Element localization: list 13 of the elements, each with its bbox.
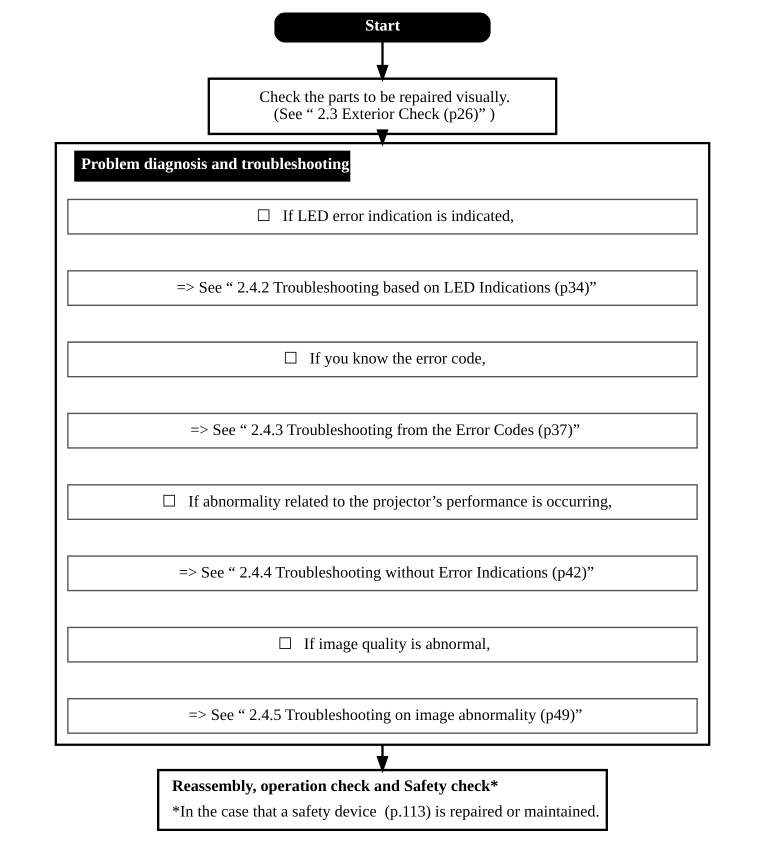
node-box: ☐ If abnormality related to the projector’s performance is occurring, — [67, 484, 698, 520]
node-box: => See “ 2.4.5 Troubleshooting on image abnormality (p49)” — [67, 698, 698, 734]
arrow — [376, 744, 389, 774]
node-box: => See “ 2.4.3 Troubleshooting from the Error Codes (p37)” — [67, 412, 698, 449]
arrow — [376, 129, 389, 147]
node-box: Start — [274, 12, 491, 42]
arrow — [376, 42, 389, 82]
node-box: ☐ If image quality is abnormal, — [67, 626, 698, 663]
node-box: => See “ 2.4.2 Troubleshooting based on LED Indications (p34)” — [67, 270, 698, 306]
node-box: Reassembly, operation check and Safety check* *In the case that a safety device (p.113) is repaired or maintained. — [157, 768, 608, 832]
node-box: ☐ If you know the error code, — [67, 341, 698, 378]
node-box: ☐ If LED error indication is indicated, — [67, 198, 698, 235]
node-box: => See “ 2.4.4 Troubleshooting without Error Indications (p42)” — [67, 555, 698, 592]
